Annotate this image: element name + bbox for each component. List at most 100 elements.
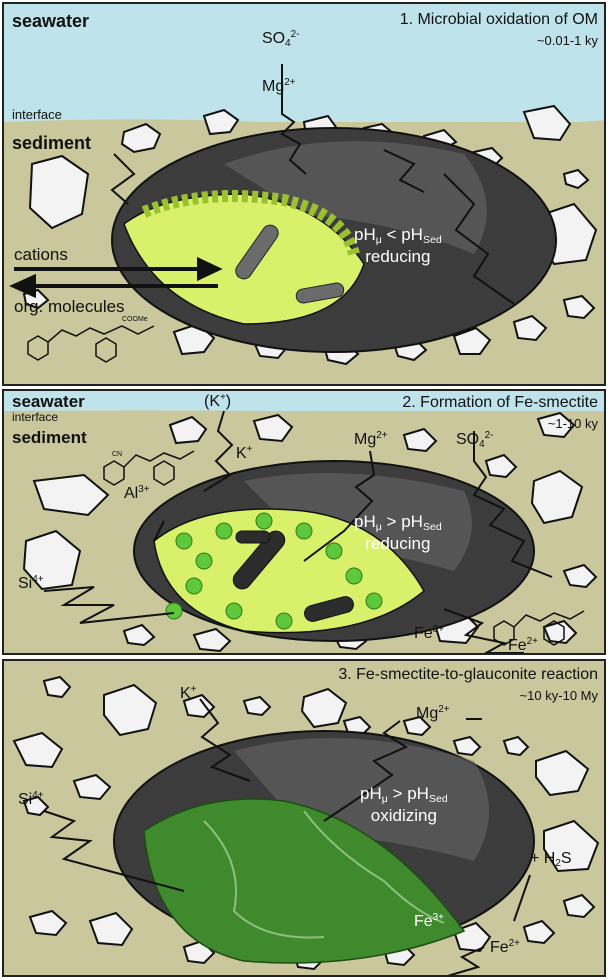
sulfate-ion-label: SO42- [262,30,299,49]
potassium-paren-label: (K+) [204,393,231,410]
redox-state: reducing [354,248,442,265]
interface-label: interface [12,411,58,423]
ph-sed: Sed [423,234,442,246]
rock [504,737,528,755]
seawater-label: seawater [12,393,85,410]
iron3-ion-label: Fe3+ [414,625,444,642]
sediment-label: sediment [12,429,87,446]
rock [564,895,594,917]
silicon-ion-label: Si4+ [18,575,44,592]
molecule-group-label: CN [112,451,122,458]
sulfate-charge: 2- [291,29,300,40]
rock [536,751,588,795]
iron3-symbol: Fe [414,625,433,642]
smectite-cluster [256,513,272,529]
iron2-charge: 2+ [509,938,520,949]
potassium-paren-close: ) [226,393,231,410]
ph-micro: μ [376,234,382,246]
molecule-group-label: COOMe [122,316,148,323]
silicon-charge: 4+ [32,574,43,585]
smectite-cluster [276,613,292,629]
iron3-symbol: Fe [414,913,433,930]
magnesium-ion-label: Mg2+ [416,705,450,722]
ph-symbol: pH [360,784,382,803]
iron2-complex-label: Fe2+ [508,637,538,654]
silicon-symbol: Si [18,791,32,808]
ph-comparison: pHμ > pHSed [354,513,442,533]
rock [302,689,346,727]
panel-age: ~1-10 ky [548,417,598,430]
aluminium-ion-label: Al3+ [124,485,150,502]
potassium-ion-label: K+ [180,685,196,702]
cations-label: cations [14,246,68,263]
sulfate-symbol: SO [456,431,479,448]
smectite-cluster [346,568,362,584]
rock [244,697,270,715]
ph-operator: > [387,512,397,531]
ph-comparison: pHμ > pHSed [360,785,448,805]
potassium-charge: + [247,444,253,455]
magnesium-symbol: Mg [416,705,438,722]
ph-operator: > [393,784,403,803]
ph-micro: μ [382,793,388,805]
magnesium-ion-label: Mg2+ [262,78,296,95]
iron2-ion-label: Fe2+ [490,939,520,956]
ph-symbol: pH [354,225,376,244]
smectite-cluster [216,523,232,539]
panel-3-glauconite-reaction: 3. Fe-smectite-to-glauconite reaction ~1… [2,659,606,977]
panel-2-fe-smectite-formation: seawater interface sediment 2. Formation… [2,389,606,655]
panel-title: 3. Fe-smectite-to-glauconite reaction [338,667,598,683]
ph-sed: Sed [423,521,442,533]
rock [44,677,70,697]
magnesium-charge: 2+ [376,430,387,441]
ph-operator: < [387,225,397,244]
rock [454,737,480,755]
ph-micro: μ [376,521,382,533]
ph-comparison: pHμ < pHSed [354,226,442,246]
redox-state: oxidizing [360,807,448,824]
panel-1-microbial-oxidation: seawater interface sediment 1. Microbial… [2,2,606,386]
iron2-symbol: Fe [508,637,527,654]
panel-3-scene [4,661,606,977]
rock [524,921,554,943]
potassium-paren-open: (K [204,393,220,410]
smectite-cluster [196,553,212,569]
iron2-charge: 2+ [527,636,538,647]
ph-symbol: pH [354,512,376,531]
ph-symbol-sed: pH [401,225,423,244]
panel-age: ~0.01-1 ky [537,34,598,47]
panel-age: ~10 ky-10 My [520,689,598,702]
potassium-charge: + [191,684,197,695]
magnesium-charge: 2+ [284,77,295,88]
silicon-ion-label: Si4+ [18,791,44,808]
magnesium-symbol: Mg [354,431,376,448]
potassium-symbol: K [236,445,247,462]
condition-label: pHμ > pHSed reducing [354,513,442,552]
iron2-symbol: Fe [490,939,509,956]
sulfate-ion-label: SO42- [456,431,493,450]
redox-state: reducing [354,535,442,552]
panel-1-scene [4,4,606,386]
ph-sed: Sed [429,793,448,805]
h2s-prefix: + H [530,850,555,867]
aluminium-symbol: Al [124,485,138,502]
sulfate-charge: 2- [485,430,494,441]
ph-symbol-sed: pH [401,512,423,531]
h2s-label: + H2S [530,851,572,869]
smectite-cluster [366,593,382,609]
silicon-symbol: Si [18,575,32,592]
h2s-suffix: S [561,850,572,867]
condition-label: pHμ < pHSed reducing [354,226,442,265]
seawater-label: seawater [12,12,89,30]
potassium-symbol: K [180,685,191,702]
rock [14,733,62,767]
smectite-cluster [326,543,342,559]
panel-title: 2. Formation of Fe-smectite [402,395,598,411]
smectite-cluster [166,603,182,619]
smectite-cluster [176,533,192,549]
rock [74,775,110,799]
iron3-ion-label: Fe3+ [414,913,444,930]
bacterium [236,531,270,543]
interface-label: interface [12,108,62,121]
potassium-ion-label: K+ [236,445,252,462]
